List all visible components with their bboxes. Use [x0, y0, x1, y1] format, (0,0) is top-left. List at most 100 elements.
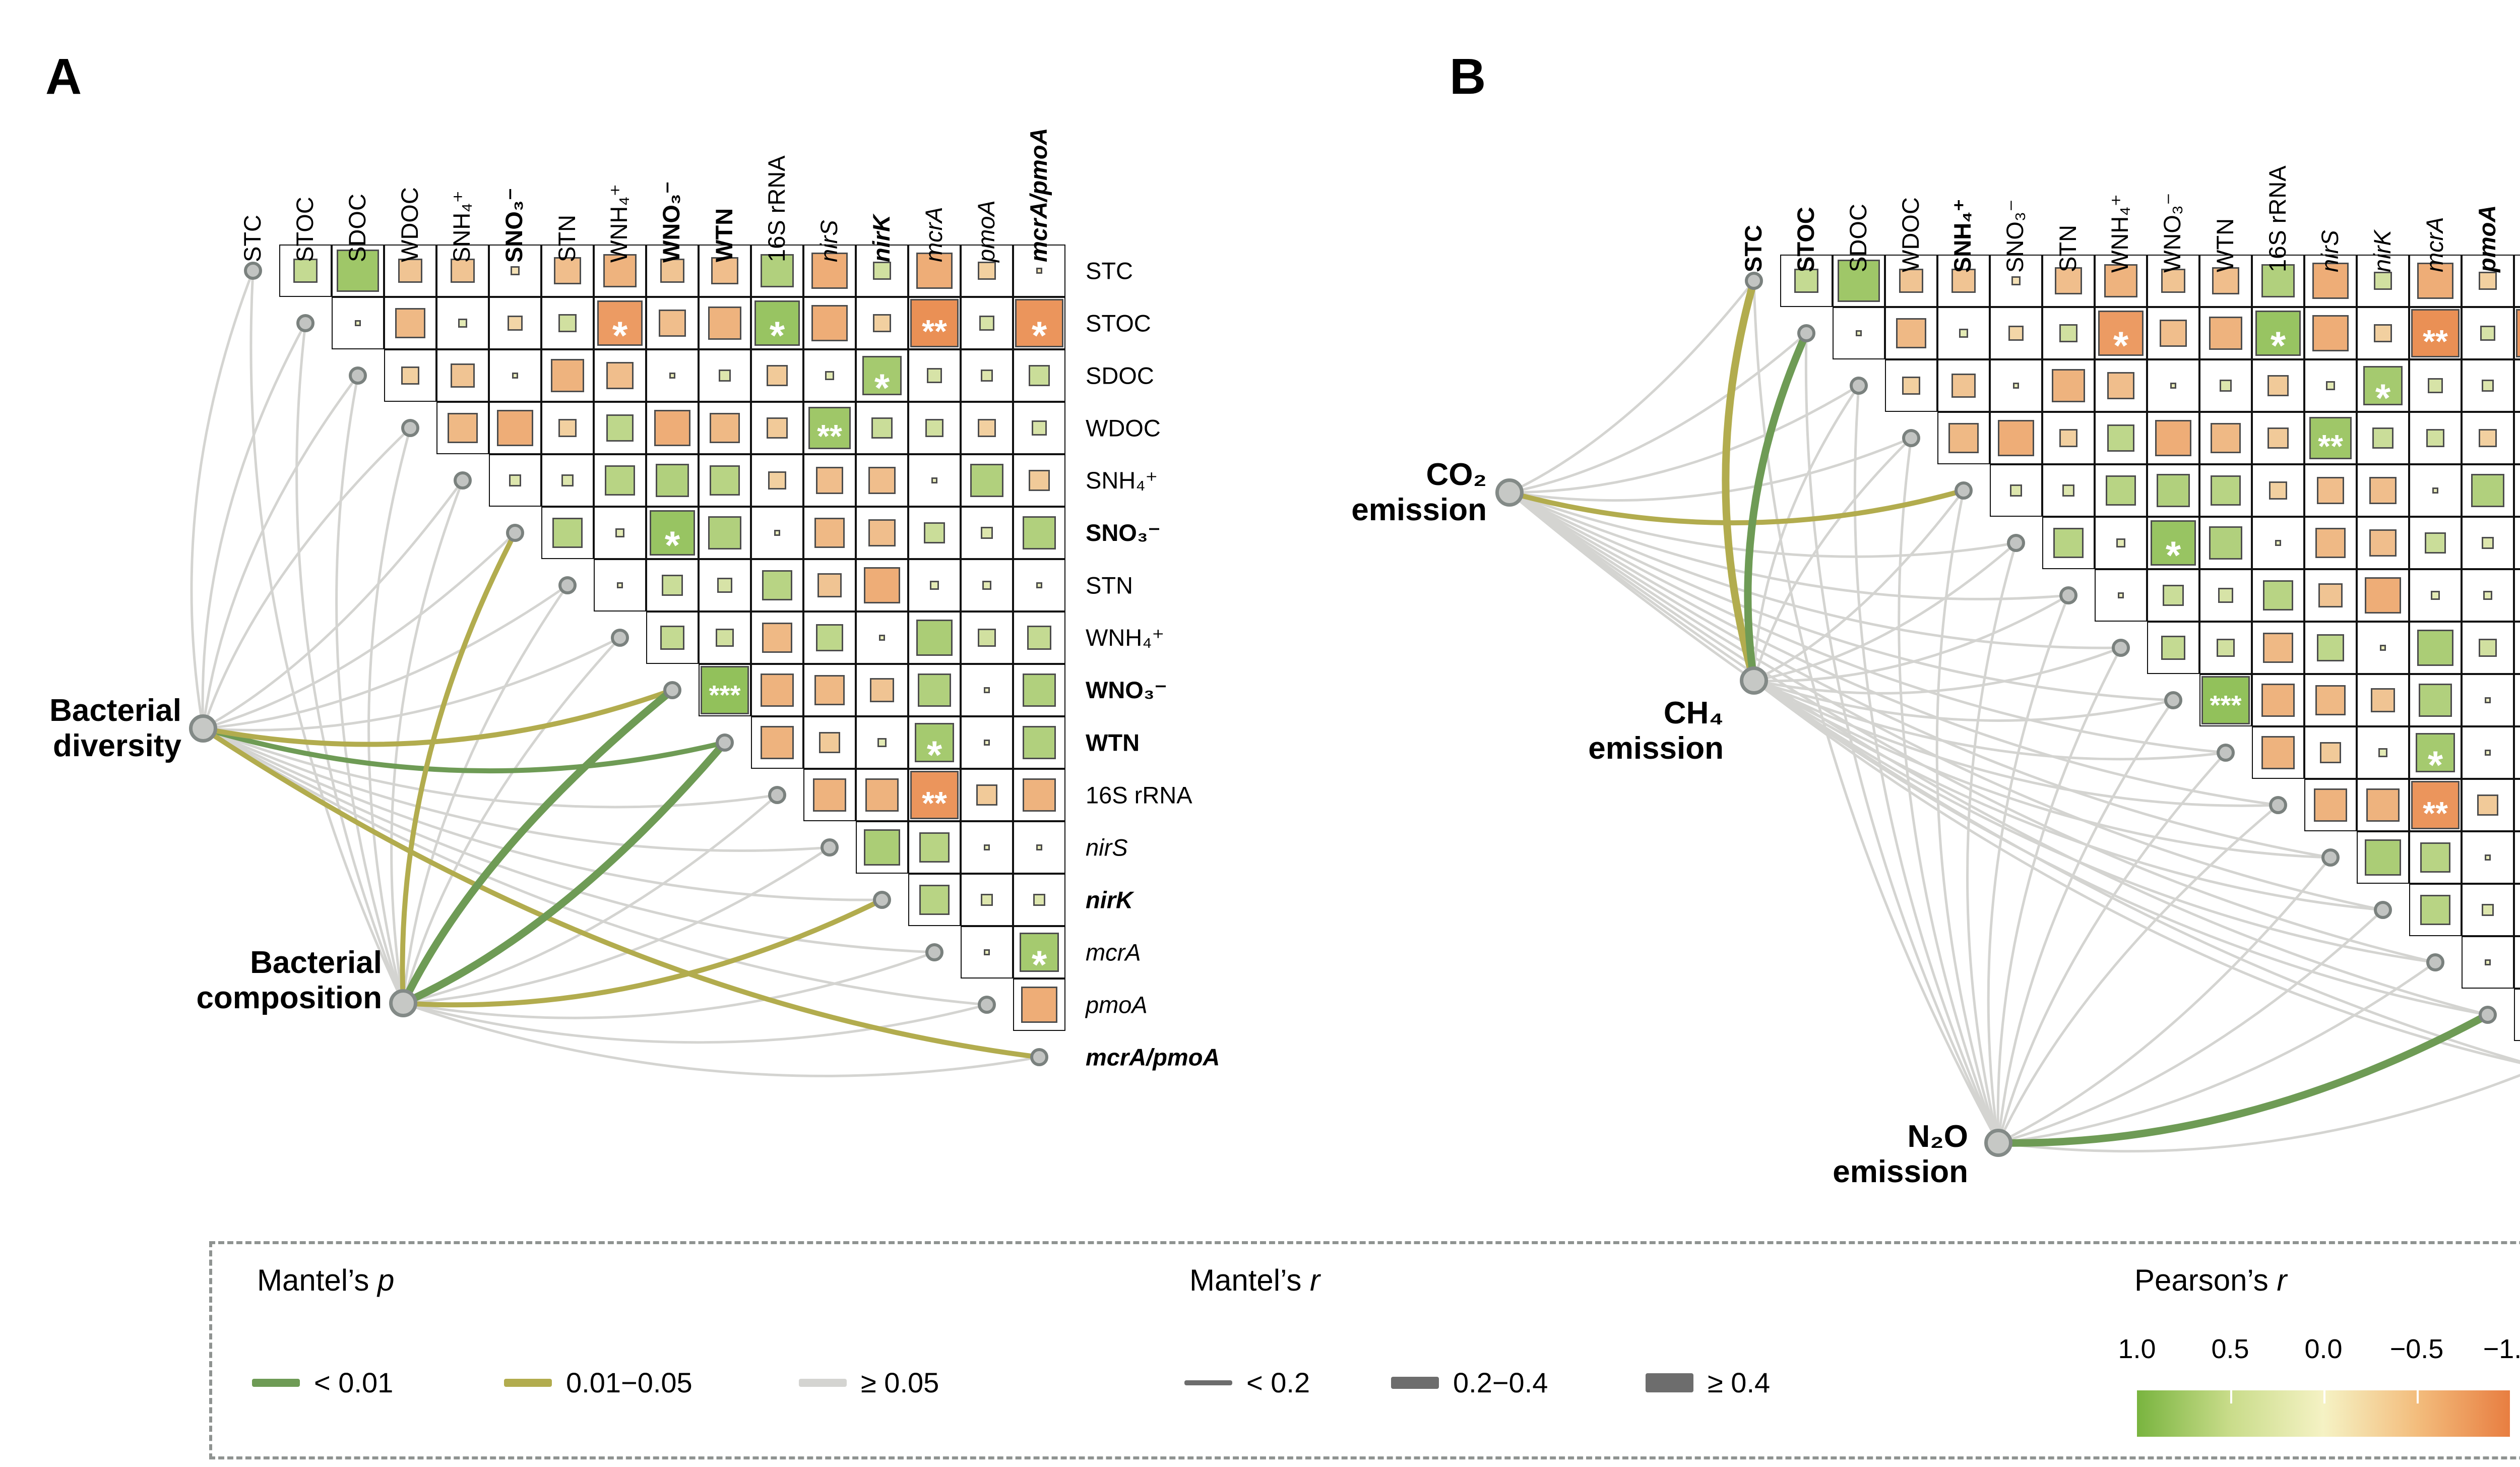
pearson-square	[767, 417, 788, 439]
matrix-cell	[856, 454, 908, 507]
row-label-wno: WNO₃⁻	[1086, 677, 1167, 703]
matrix-cell	[2409, 674, 2462, 726]
matrix-cell	[2042, 464, 2095, 517]
pearson-square	[984, 740, 990, 746]
pearson-square	[1023, 778, 1056, 812]
matrix-cell	[1013, 402, 1065, 454]
matrix-cell	[803, 244, 856, 297]
matrix-cell	[699, 612, 751, 664]
pearson-square	[2010, 484, 2022, 497]
pearson-square	[551, 359, 584, 392]
pearson-square	[813, 778, 846, 812]
bacterial-diversity-node	[189, 714, 217, 743]
significance-stars: **	[817, 418, 842, 455]
matrix-cell	[489, 244, 541, 297]
matrix-cell	[2514, 359, 2520, 412]
pearson-square	[2317, 477, 2344, 504]
matrix-cell	[2514, 726, 2520, 779]
matrix-cell	[2304, 569, 2357, 622]
pearson-square	[458, 319, 467, 328]
pearson-square	[1948, 423, 1979, 453]
pearson-square	[2275, 540, 2281, 546]
significance-stars: ***	[709, 680, 741, 711]
pearson-square	[716, 629, 734, 647]
significance-stars: ***	[2210, 690, 2242, 721]
mantel-link-gray	[1508, 491, 2437, 964]
matrix-cell	[2304, 255, 2357, 307]
mantel-link-gray	[1508, 491, 2227, 754]
matrix-cell	[1990, 307, 2042, 359]
matrix-cell	[856, 716, 908, 769]
column-label-mcra: mcrA	[920, 207, 947, 262]
column-label-pmoa: pmoA	[973, 200, 999, 262]
matrix-cell	[1013, 612, 1065, 664]
pearson-square	[2312, 263, 2349, 299]
matrix-cell	[2514, 255, 2520, 307]
matrix-cell	[1013, 664, 1065, 716]
pearson-square	[2267, 375, 2289, 396]
matrix-cell	[751, 454, 803, 507]
matrix-cell	[2514, 779, 2520, 831]
pearson-square	[2269, 481, 2287, 500]
pearson-square	[2366, 788, 2400, 822]
pearson-square	[710, 413, 740, 443]
pearson-square	[669, 373, 675, 379]
row-label-stc: STC	[1086, 257, 1133, 284]
matrix-cell	[2514, 831, 2520, 884]
mantel-link-gray	[295, 322, 405, 1005]
pearson-square	[1899, 269, 1923, 293]
matrix-cell: *	[751, 297, 803, 357]
pearson-square	[2155, 420, 2191, 456]
mantel-r-title: Mantel’s r	[1189, 1263, 1320, 1297]
pearson-square	[2372, 427, 2393, 449]
pearson-square	[762, 570, 792, 600]
matrix-cell	[646, 559, 699, 612]
matrix-cell	[803, 507, 856, 559]
matrix-cell	[2357, 569, 2409, 622]
diagonal-node	[558, 576, 577, 594]
column-label-stn: STN	[2054, 225, 2081, 272]
matrix-cell	[2304, 517, 2357, 569]
matrix-cell: **	[2304, 412, 2357, 464]
matrix-cell	[1013, 716, 1065, 769]
matrix-cell	[2357, 464, 2409, 517]
row-label-wnh: WNH₄⁺	[1086, 624, 1165, 651]
matrix-cell	[751, 559, 803, 612]
pearson-square	[656, 464, 689, 497]
mantel-link-gray	[249, 269, 405, 1005]
pearson-square	[659, 310, 686, 337]
pearson-square	[662, 575, 683, 596]
matrix-cell	[594, 507, 646, 559]
pearson-square	[2320, 742, 2341, 763]
column-label-stoc: STOC	[1792, 207, 1819, 272]
diagonal-node	[2374, 901, 2392, 919]
diagonal-node	[1745, 272, 1763, 290]
pearson-square	[2369, 529, 2397, 557]
pearson-square	[558, 314, 577, 332]
matrix-cell	[279, 244, 332, 297]
matrix-cell	[436, 402, 489, 454]
matrix-cell	[2042, 307, 2095, 359]
matrix-cell	[2199, 517, 2252, 569]
matrix-cell	[2252, 726, 2304, 779]
matrix-cell	[1885, 255, 1937, 307]
mantel-link-gray	[202, 374, 359, 730]
column-label-sno: SNO₃⁻	[2001, 199, 2028, 273]
mantel-link-gray	[1752, 679, 2489, 1016]
pearson-square	[2255, 311, 2301, 356]
mantel-link-olive	[401, 897, 885, 1008]
matrix-cell	[856, 769, 908, 821]
mantel-link-gray	[1508, 491, 2280, 807]
row-label-sno: SNO₃⁻	[1086, 519, 1161, 546]
pearson-square	[761, 674, 794, 707]
pearson-square	[2209, 526, 2242, 560]
bacterial-composition-node	[389, 989, 417, 1017]
matrix-cell	[1990, 412, 2042, 464]
pearson-square	[2485, 697, 2491, 703]
pearson-square	[660, 259, 684, 283]
pearson-square	[825, 371, 834, 380]
pearson-square	[2374, 272, 2392, 290]
pearson-square	[2431, 591, 2440, 600]
pearson-square	[2059, 429, 2077, 447]
column-label-pmoa: pmoA	[2474, 205, 2500, 272]
